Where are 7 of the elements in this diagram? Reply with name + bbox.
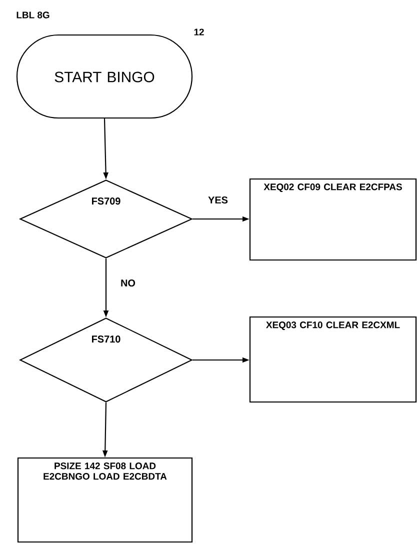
edge-label: YES — [207, 195, 229, 205]
process-box: XEQ03 CF10 CLEAR E2CXML — [249, 316, 417, 403]
edge-label: NO — [120, 278, 136, 288]
note-label: 12 — [194, 28, 204, 36]
note-label: LBL 8G — [16, 12, 50, 18]
process-box: XEQ02 CF09 CLEAR E2CFPAS — [249, 178, 417, 261]
process-box: PSIZE 142 SF08 LOAD E2CBNGO LOAD E2CBDTA — [17, 457, 193, 543]
